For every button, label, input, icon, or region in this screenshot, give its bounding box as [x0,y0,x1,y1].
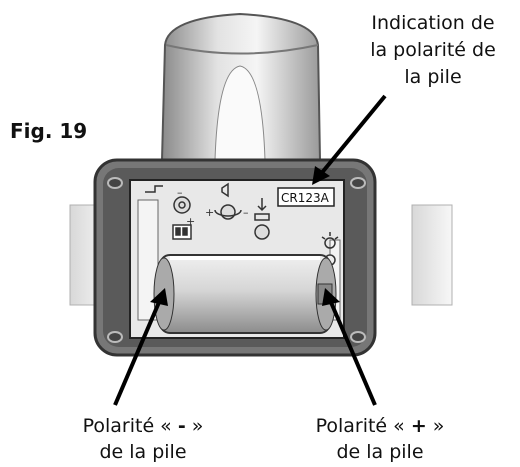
sensor-cap [160,12,322,161]
callout-suffix: » [185,415,204,437]
corner-screws [107,177,366,343]
right-strap [411,204,453,306]
svg-text:+: + [205,206,214,219]
polarity-indication-callout: Indication de la polarité de la pile [348,10,518,91]
callout-prefix: Polarité « [82,415,178,437]
polarity-indicator-box [277,187,335,207]
positive-polarity-callout: Polarité « + » de la pile [270,413,490,465]
callout-line: de la pile [336,441,424,463]
callout-arrows [113,94,387,406]
callout-line: Indication de [371,12,495,34]
battery-marking: CR123A [281,191,330,205]
svg-text:–: – [243,206,249,219]
callout-suffix: » [426,415,445,437]
svg-text:–: – [177,186,183,199]
callout-line: la pile [404,66,462,88]
negative-polarity-callout: Polarité « - » de la pile [38,413,248,465]
figure-label: Fig. 19 [10,119,88,143]
callout-line: de la pile [99,441,187,463]
minus-sign: - [177,415,186,437]
battery [153,254,337,334]
callout-prefix: Polarité « [315,415,411,437]
plus-sign: + [410,415,427,437]
svg-text:+: + [186,215,195,228]
callout-line: la polarité de [370,39,496,61]
potentiometers: – + + – [145,182,339,266]
